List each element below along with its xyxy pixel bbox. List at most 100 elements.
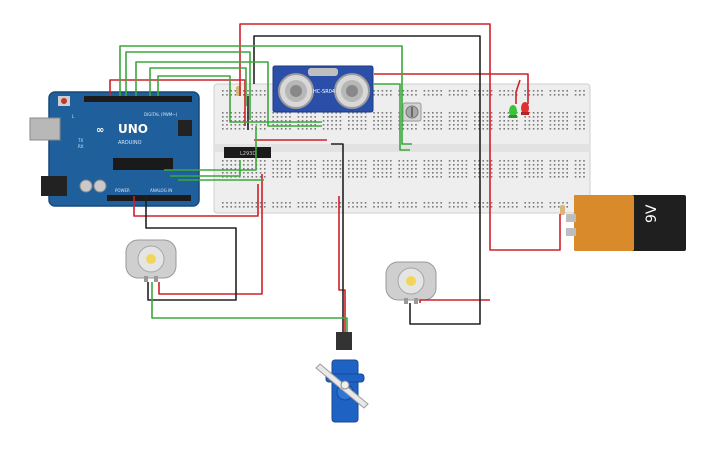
breadboard-hole — [465, 168, 468, 170]
led-icon — [521, 102, 529, 115]
breadboard-hole — [453, 168, 455, 170]
breadboard-hole — [482, 172, 484, 174]
breadboard-hole — [373, 116, 375, 118]
breadboard-hole — [230, 94, 232, 96]
breadboard-hole — [461, 90, 463, 92]
l293d-chip[interactable]: L293D — [224, 147, 271, 158]
breadboard-hole — [541, 124, 543, 126]
breadboard-hole — [247, 90, 249, 92]
breadboard-hole — [549, 116, 552, 118]
breadboard-hole — [503, 128, 505, 130]
breadboard-hole — [356, 112, 358, 114]
breadboard-hole — [230, 120, 232, 122]
ultrasonic-sensor-icon[interactable]: HC-SR04 — [272, 65, 374, 113]
breadboard-hole — [549, 202, 552, 204]
breadboard-hole — [360, 116, 363, 118]
breadboard-hole — [377, 94, 379, 96]
breadboard-hole — [230, 206, 232, 208]
breadboard-hole — [566, 164, 568, 166]
breadboard-hole — [558, 168, 560, 170]
breadboard-hole — [461, 176, 463, 178]
breadboard-hole — [474, 206, 476, 208]
battery-icon[interactable]: 9V — [566, 195, 686, 251]
breadboard-hole — [255, 206, 258, 208]
arduino-board[interactable]: UNO ∞ ARDUINO DIGITAL (PWM~) POWER ANALO… — [29, 91, 200, 207]
breadboard-hole — [440, 128, 442, 130]
breadboard-hole — [373, 176, 375, 178]
breadboard-hole — [264, 172, 266, 174]
breadboard-hole — [301, 116, 304, 118]
breadboard-hole — [541, 206, 543, 208]
breadboard-hole — [297, 124, 300, 126]
breadboard-hole — [259, 164, 262, 166]
dc-motor-icon[interactable] — [125, 239, 177, 282]
breadboard-hole — [226, 112, 228, 114]
breadboard-hole — [432, 116, 434, 118]
breadboard-hole — [339, 206, 342, 208]
servo-icon[interactable] — [315, 332, 369, 423]
breadboard-hole — [448, 120, 451, 122]
breadboard-hole — [314, 164, 316, 166]
breadboard-hole — [226, 94, 228, 96]
breadboard-hole — [285, 116, 287, 118]
breadboard-hole — [553, 94, 556, 96]
breadboard-hole — [503, 164, 505, 166]
breadboard-hole — [436, 202, 438, 204]
breadboard-hole — [537, 172, 539, 174]
breadboard-hole — [465, 120, 468, 122]
breadboard-hole — [537, 164, 539, 166]
breadboard-hole — [364, 124, 367, 126]
breadboard-hole — [385, 160, 388, 162]
breadboard-hole — [314, 128, 316, 130]
breadboard-hole — [289, 120, 291, 122]
breadboard-hole — [360, 164, 363, 166]
breadboard-hole — [289, 124, 291, 126]
breadboard-hole — [465, 124, 468, 126]
breadboard-hole — [474, 172, 476, 174]
breadboard-hole — [289, 172, 291, 174]
breadboard-hole — [474, 202, 476, 204]
breadboard-hole — [415, 202, 417, 204]
breadboard-hole — [553, 128, 556, 130]
breadboard-hole — [364, 120, 367, 122]
breadboard-hole — [352, 120, 354, 122]
breadboard-hole — [234, 112, 237, 114]
breadboard-hole — [222, 168, 224, 170]
led-label-tx: TX — [77, 138, 83, 143]
breadboard-hole — [339, 160, 342, 162]
breadboard-hole — [528, 116, 531, 118]
breadboard-hole — [532, 112, 535, 114]
breadboard-hole — [259, 128, 262, 130]
breadboard-hole — [490, 168, 493, 170]
breadboard-hole — [259, 94, 262, 96]
breadboard-hole — [327, 120, 329, 122]
breadboard-hole — [553, 112, 556, 114]
breadboard-hole — [251, 116, 253, 118]
breadboard-hole — [327, 168, 329, 170]
breadboard-hole — [482, 202, 484, 204]
breadboard-hole — [507, 128, 510, 130]
breadboard-hole — [553, 90, 556, 92]
potentiometer-icon[interactable] — [402, 102, 422, 122]
breadboard-hole — [524, 94, 526, 96]
infinity-logo: ∞ — [96, 125, 104, 136]
breadboard-hole — [553, 206, 556, 208]
breadboard-hole — [532, 128, 535, 130]
breadboard-hole — [335, 120, 337, 122]
breadboard-hole — [511, 94, 514, 96]
dc-motor-icon[interactable] — [385, 261, 437, 304]
breadboard-hole — [482, 90, 484, 92]
breadboard-hole — [381, 160, 384, 162]
breadboard-hole — [453, 160, 455, 162]
arduino-brand: ARDUINO — [118, 140, 142, 146]
breadboard-hole — [503, 124, 505, 126]
breadboard-hole — [427, 116, 430, 118]
breadboard-hole — [322, 116, 325, 118]
breadboard-hole — [272, 202, 274, 204]
breadboard-hole — [457, 164, 459, 166]
breadboard-hole — [574, 124, 577, 126]
breadboard-hole — [276, 124, 279, 126]
breadboard-hole — [553, 160, 556, 162]
breadboard-hole — [537, 112, 539, 114]
breadboard-hole — [415, 176, 417, 178]
